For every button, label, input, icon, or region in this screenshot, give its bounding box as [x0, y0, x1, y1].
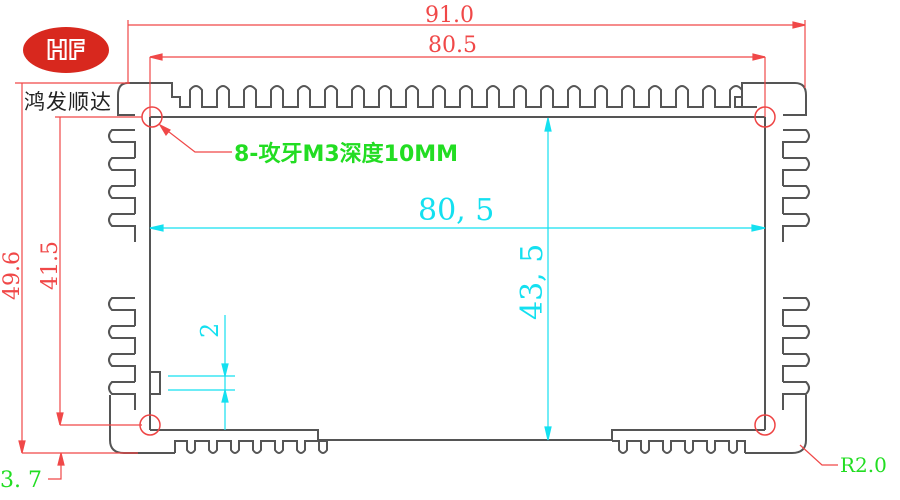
arrow-icon: [752, 53, 766, 61]
red-dimensions: [15, 20, 838, 480]
dimension-labels: 91.0 80.5 49.6 41.5 3. 7 R2.0 80, 5 43, …: [0, 3, 887, 493]
arrow-icon: [158, 123, 171, 137]
tap-note-leader: [159, 124, 232, 153]
arrow-icon: [544, 117, 552, 132]
right-fins: [745, 95, 810, 454]
side-slot: [150, 371, 161, 395]
mounting-hole: [754, 414, 776, 436]
arrow-icon: [751, 224, 766, 232]
overall-height-label: 49.6: [0, 251, 25, 300]
left-fins: [108, 82, 175, 454]
slot-width-label: 2: [196, 323, 224, 338]
inner-cavity: [149, 116, 766, 441]
arrow-icon: [221, 389, 229, 403]
company-logo: HF: [23, 27, 109, 73]
arrow-icon: [544, 426, 552, 441]
top-width-label: 80.5: [428, 33, 477, 58]
arrow-icon: [792, 21, 806, 29]
cyan-dimensions: [149, 117, 766, 441]
inner-width-label: 80, 5: [418, 193, 494, 228]
company-name: 鸿发顺达: [24, 90, 112, 114]
top-fins: [128, 82, 807, 108]
arrow-icon: [221, 363, 229, 377]
logo-ellipse: [23, 27, 109, 73]
base-offset-label: 3. 7: [0, 468, 42, 493]
tapping-note: 8-攻牙M3深度10MM: [234, 141, 458, 167]
logo-mark: HF: [46, 36, 86, 66]
arrow-icon: [57, 452, 65, 466]
corner-radius-label: R2.0: [840, 453, 887, 477]
arrow-icon: [149, 224, 164, 232]
arrow-icon: [149, 53, 163, 61]
heatsink-profile: [108, 82, 810, 454]
radius-leader: [799, 444, 838, 466]
hole-height-label: 41.5: [38, 241, 63, 290]
arrow-icon: [56, 412, 64, 426]
overall-width-label: 91.0: [425, 3, 474, 28]
inner-height-label: 43, 5: [515, 244, 550, 320]
bottom-fins: [174, 440, 746, 454]
arrow-icon: [18, 440, 26, 454]
